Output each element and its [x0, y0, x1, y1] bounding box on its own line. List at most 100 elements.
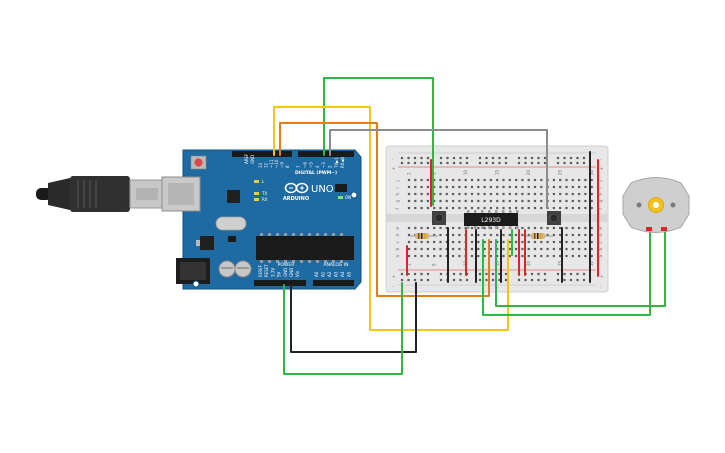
breadboard-hole[interactable]: [400, 272, 404, 276]
breadboard-hole[interactable]: [452, 161, 456, 165]
breadboard-hole[interactable]: [515, 199, 518, 203]
breadboard-hole[interactable]: [578, 240, 581, 244]
breadboard-hole[interactable]: [502, 254, 505, 258]
breadboard-hole[interactable]: [414, 226, 417, 230]
breadboard-hole[interactable]: [470, 185, 474, 189]
breadboard-hole[interactable]: [537, 161, 540, 165]
breadboard-hole[interactable]: [433, 199, 436, 203]
breadboard-hole[interactable]: [407, 161, 410, 165]
breadboard-hole[interactable]: [578, 192, 581, 196]
breadboard-hole[interactable]: [477, 254, 480, 258]
breadboard-hole[interactable]: [556, 161, 560, 165]
breadboard-hole[interactable]: [420, 226, 423, 230]
wire-black-gnd[interactable]: [290, 282, 417, 353]
breadboard-hole[interactable]: [489, 254, 492, 258]
breadboard-hole[interactable]: [540, 192, 543, 196]
breadboard-hole[interactable]: [540, 226, 543, 230]
breadboard-hole[interactable]: [502, 233, 505, 237]
breadboard-hole[interactable]: [515, 247, 518, 251]
breadboard-hole[interactable]: [407, 185, 411, 189]
wire-orange-pin10[interactable]: [279, 122, 490, 297]
breadboard-hole[interactable]: [578, 206, 581, 210]
breadboard-hole[interactable]: [496, 199, 499, 203]
breadboard-hole[interactable]: [540, 240, 543, 244]
breadboard-hole[interactable]: [543, 156, 547, 160]
breadboard-hole[interactable]: [483, 199, 486, 203]
breadboard-hole[interactable]: [543, 272, 547, 276]
breadboard-hole[interactable]: [483, 247, 486, 251]
breadboard-hole[interactable]: [445, 233, 448, 237]
breadboard-hole[interactable]: [445, 247, 448, 251]
breadboard-hole[interactable]: [508, 178, 511, 182]
breadboard-hole[interactable]: [496, 192, 499, 196]
breadboard-hole[interactable]: [571, 247, 574, 251]
breadboard-hole[interactable]: [458, 199, 461, 203]
breadboard-hole[interactable]: [470, 247, 474, 251]
breadboard-hole[interactable]: [496, 185, 499, 189]
breadboard-hole[interactable]: [433, 247, 436, 251]
analog-header[interactable]: [313, 280, 354, 286]
breadboard-hole[interactable]: [465, 278, 469, 282]
breadboard-hole[interactable]: [477, 226, 480, 230]
breadboard-hole[interactable]: [552, 206, 555, 210]
breadboard-hole[interactable]: [563, 161, 566, 165]
breadboard-hole[interactable]: [559, 226, 562, 230]
breadboard-hole[interactable]: [439, 240, 442, 244]
breadboard-hole[interactable]: [452, 272, 456, 276]
breadboard-hole[interactable]: [420, 185, 423, 189]
breadboard-hole[interactable]: [530, 278, 534, 282]
resistor-right[interactable]: [526, 233, 554, 239]
breadboard-hole[interactable]: [527, 233, 530, 237]
breadboard-hole[interactable]: [452, 226, 455, 230]
breadboard-hole[interactable]: [508, 254, 511, 258]
breadboard-hole[interactable]: [563, 156, 566, 160]
breadboard-hole[interactable]: [439, 272, 443, 276]
breadboard-hole[interactable]: [489, 240, 492, 244]
breadboard-hole[interactable]: [584, 206, 587, 210]
breadboard-hole[interactable]: [426, 199, 429, 203]
breadboard-hole[interactable]: [414, 192, 417, 196]
breadboard-hole[interactable]: [465, 156, 469, 160]
motor-terminal[interactable]: [646, 227, 652, 231]
breadboard-hole[interactable]: [515, 192, 518, 196]
breadboard-hole[interactable]: [508, 247, 511, 251]
breadboard-hole[interactable]: [578, 185, 581, 189]
breadboard-hole[interactable]: [517, 161, 521, 165]
breadboard-hole[interactable]: [578, 178, 581, 182]
breadboard-hole[interactable]: [569, 272, 573, 276]
breadboard-hole[interactable]: [559, 192, 562, 196]
breadboard-hole[interactable]: [527, 240, 530, 244]
breadboard-hole[interactable]: [527, 199, 530, 203]
breadboard-hole[interactable]: [439, 247, 442, 251]
breadboard-hole[interactable]: [420, 156, 423, 160]
breadboard-hole[interactable]: [527, 254, 530, 258]
breadboard-hole[interactable]: [565, 199, 568, 203]
breadboard-hole[interactable]: [546, 240, 549, 244]
breadboard-hole[interactable]: [578, 247, 581, 251]
breadboard-hole[interactable]: [569, 161, 573, 165]
breadboard-hole[interactable]: [407, 199, 411, 203]
breadboard-hole[interactable]: [571, 199, 574, 203]
breadboard-hole[interactable]: [540, 254, 543, 258]
breadboard-hole[interactable]: [458, 206, 461, 210]
breadboard-hole[interactable]: [502, 192, 505, 196]
breadboard-hole[interactable]: [413, 161, 417, 165]
breadboard-hole[interactable]: [521, 206, 524, 210]
breadboard-hole[interactable]: [504, 156, 508, 160]
breadboard-hole[interactable]: [540, 199, 543, 203]
breadboard-hole[interactable]: [546, 233, 549, 237]
breadboard-hole[interactable]: [571, 240, 574, 244]
breadboard-hole[interactable]: [590, 233, 593, 237]
breadboard-hole[interactable]: [546, 254, 549, 258]
breadboard-hole[interactable]: [414, 206, 417, 210]
breadboard-hole[interactable]: [578, 233, 581, 237]
breadboard-hole[interactable]: [515, 233, 518, 237]
breadboard-hole[interactable]: [504, 278, 508, 282]
breadboard-hole[interactable]: [571, 178, 574, 182]
breadboard-hole[interactable]: [559, 254, 562, 258]
breadboard-hole[interactable]: [485, 156, 488, 160]
breadboard-hole[interactable]: [530, 161, 534, 165]
breadboard-hole[interactable]: [452, 185, 455, 189]
breadboard-hole[interactable]: [439, 278, 443, 282]
breadboard-hole[interactable]: [578, 254, 581, 258]
